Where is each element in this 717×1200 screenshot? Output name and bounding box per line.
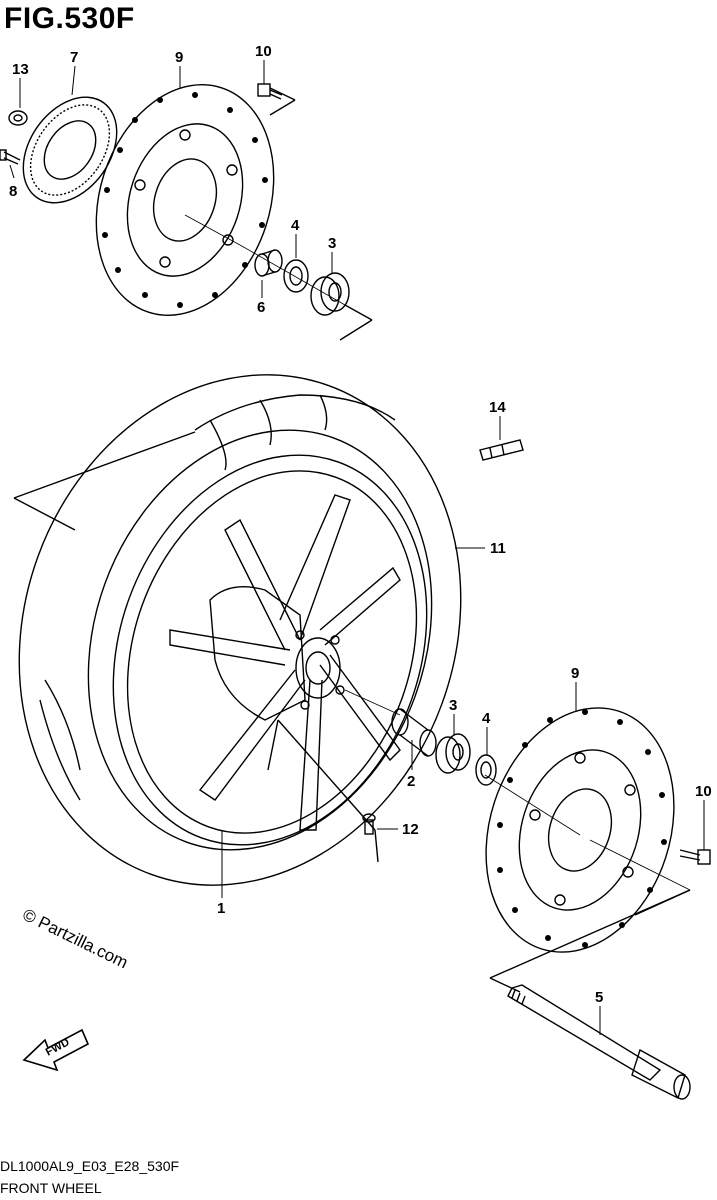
callout-8: 8 — [9, 183, 17, 200]
callout-4-mid: 4 — [482, 710, 491, 727]
callout-10-right: 10 — [695, 783, 712, 800]
callout-4-top: 4 — [291, 217, 300, 234]
valve — [362, 813, 376, 835]
callout-5: 5 — [595, 989, 603, 1006]
disc-bolt-top — [257, 83, 283, 100]
callout-2: 2 — [407, 773, 415, 790]
nut — [8, 110, 28, 126]
balancer-weight — [479, 439, 524, 461]
bearing — [435, 733, 471, 774]
callout-3-mid: 3 — [449, 697, 457, 714]
diagram-code: DL1000AL9_E03_E28_530F — [0, 1158, 180, 1174]
seal-top — [283, 259, 309, 293]
spacer — [391, 708, 437, 757]
screw — [0, 149, 21, 165]
diagram-name: FRONT WHEEL — [0, 1180, 102, 1196]
disc-bolt-right — [679, 849, 711, 865]
callout-6: 6 — [257, 299, 265, 316]
callout-13: 13 — [12, 61, 29, 78]
spacer-top — [254, 249, 283, 277]
callout-14: 14 — [489, 399, 506, 416]
tire — [18, 374, 462, 886]
callout-9-right: 9 — [571, 665, 579, 682]
fwd-arrow — [22, 1028, 90, 1072]
axle — [507, 984, 691, 1100]
spokes — [169, 494, 401, 831]
rim — [112, 454, 428, 846]
brake-disc-right — [485, 707, 675, 953]
callout-1: 1 — [217, 900, 225, 917]
callout-3-top: 3 — [328, 235, 336, 252]
callout-12: 12 — [402, 821, 419, 838]
bearing-top — [310, 272, 350, 316]
callout-10-top: 10 — [255, 43, 272, 60]
callout-7: 7 — [70, 49, 78, 66]
callout-11: 11 — [490, 540, 506, 557]
callout-9-top: 9 — [175, 49, 183, 66]
seal — [475, 754, 497, 786]
hub — [209, 586, 345, 721]
brake-disc-top — [95, 84, 275, 316]
figure-title: FIG.530F — [4, 2, 135, 35]
sensor-rotor — [22, 96, 118, 204]
